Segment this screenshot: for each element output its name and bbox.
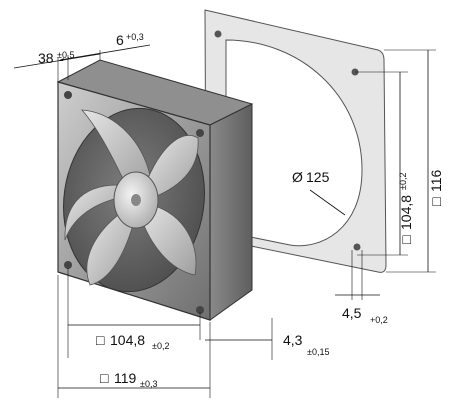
svg-text:4,3: 4,3 (283, 332, 303, 348)
svg-text:38: 38 (38, 50, 54, 66)
fan-housing (56, 59, 254, 321)
svg-text:+0,3: +0,3 (126, 32, 144, 42)
svg-text:±0,3: ±0,3 (140, 379, 157, 389)
mount-hole-bottom-right (196, 306, 204, 314)
dim-outer-horizontal-label: □ 119 ±0,3 (100, 370, 157, 389)
svg-text:□: □ (428, 197, 444, 206)
svg-text:Ø: Ø (292, 169, 303, 185)
gasket-hole-bottom-right (353, 243, 361, 251)
svg-text:±0,15: ±0,15 (307, 347, 329, 357)
dim-diameter-label: Ø 125 (292, 169, 330, 185)
svg-text:116: 116 (428, 169, 444, 192)
svg-text:□: □ (96, 332, 105, 348)
svg-text:±0,2: ±0,2 (398, 173, 408, 190)
dim-flange-label: 6 +0,3 (116, 32, 144, 48)
mount-hole-top-left (64, 91, 72, 99)
dim-hole-offset-label: 4,3 ±0,15 (283, 332, 329, 357)
svg-text:□: □ (398, 235, 414, 244)
svg-text:104,8: 104,8 (398, 195, 414, 230)
dimension-lines (13, 44, 436, 398)
mount-hole-top-right (196, 129, 204, 137)
mount-hole-bottom-left (64, 261, 72, 269)
dim-hole-spacing-vertical-label: □ 104,8 ±0,2 (398, 173, 414, 244)
svg-text:4,5: 4,5 (342, 305, 362, 321)
gasket-hole-top-left (214, 30, 222, 38)
svg-text:125: 125 (306, 169, 330, 185)
svg-text:6: 6 (116, 32, 124, 48)
dim-outer-vertical-label: □ 116 (428, 169, 444, 206)
svg-text:□: □ (100, 370, 109, 386)
svg-text:±0,2: ±0,2 (152, 341, 169, 351)
svg-text:119: 119 (114, 370, 137, 386)
dim-hole-diameter-label: 4,5 +0,2 (342, 305, 388, 325)
svg-text:104,8: 104,8 (110, 332, 145, 348)
svg-text:±0,5: ±0,5 (57, 50, 74, 60)
dim-depth-label: 38 ±0,5 (38, 50, 74, 66)
dim-hole-spacing-horizontal-label: □ 104,8 ±0,2 (96, 332, 169, 351)
fan-blades (64, 109, 199, 286)
svg-text:+0,2: +0,2 (370, 315, 388, 325)
